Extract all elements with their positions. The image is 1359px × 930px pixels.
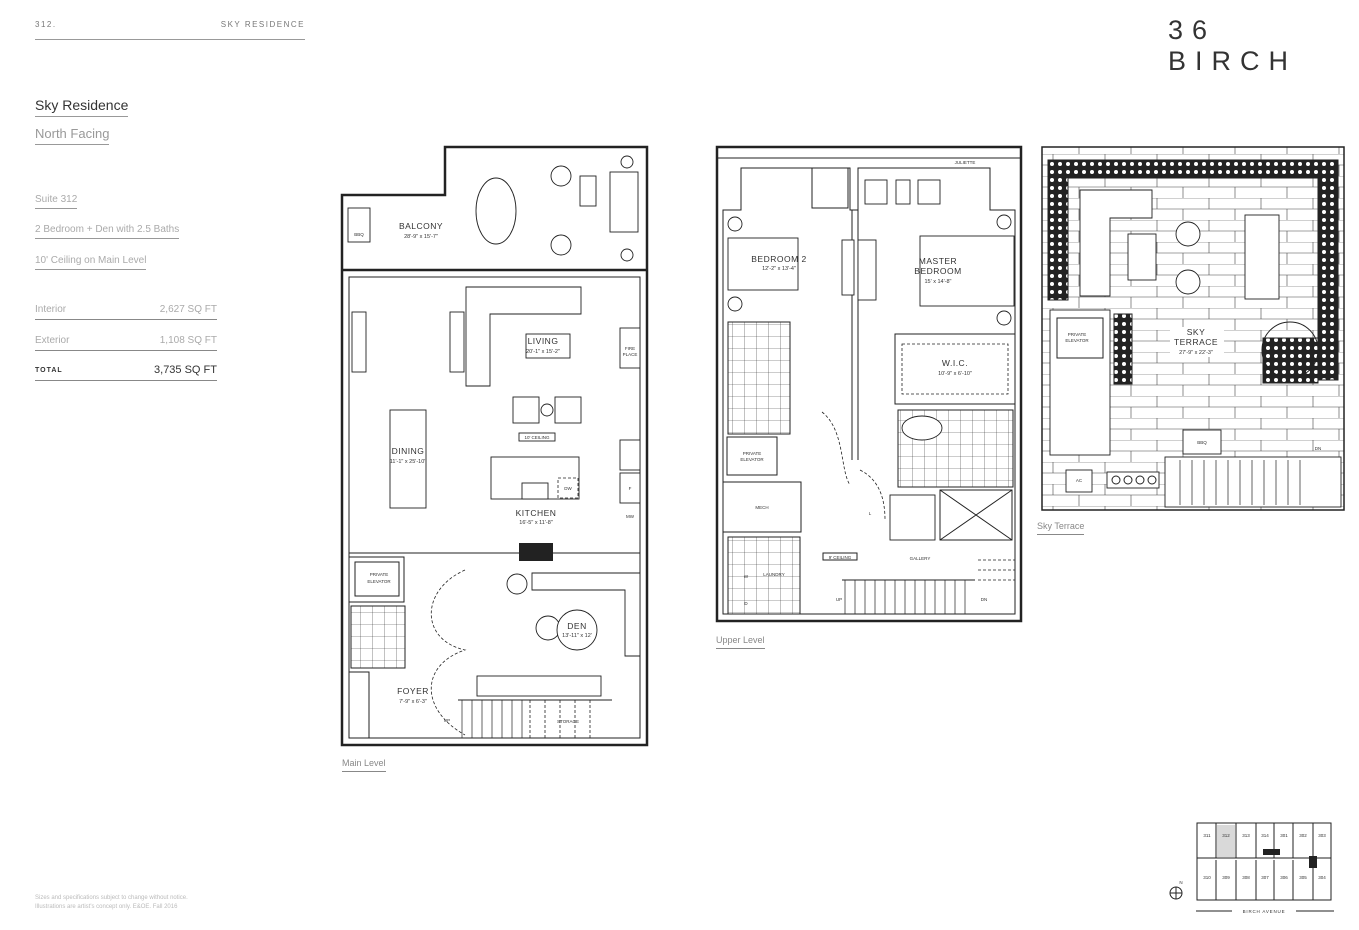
main-level-caption: Main Level: [342, 758, 386, 772]
kitchen-label: KITCHEN: [516, 508, 557, 518]
brand-logo: 36 BIRCH: [1168, 15, 1298, 76]
suite-title: Sky Residence: [35, 97, 129, 117]
stairs-down-label: DN: [1315, 446, 1322, 451]
area-value: 2,627 SQ FT: [159, 304, 217, 315]
area-interior: Interior 2,627 SQ FT: [35, 304, 217, 320]
area-total: TOTAL 3,735 SQ FT: [35, 364, 217, 381]
balcony-label: BALCONY: [399, 221, 443, 231]
living-dims: 20'-1" x 15'-2": [526, 349, 560, 355]
bbq-label: BBQ: [354, 232, 364, 237]
section-title: SKY RESIDENCE: [220, 20, 305, 29]
sky-terrace-label-1: SKY: [1187, 327, 1206, 337]
stairs-up-label: UP: [836, 597, 842, 602]
orientation: North Facing: [35, 126, 110, 145]
unit-label: 301: [1280, 833, 1288, 838]
spec-suite: Suite 312: [35, 194, 78, 209]
foyer-dims: 7'-9" x 6'-3": [399, 699, 427, 705]
storage-label: STORAGE: [557, 719, 579, 724]
unit-label: 310: [1203, 875, 1211, 880]
unit-label: 314: [1261, 833, 1269, 838]
elevator-label-2: ELEVATOR: [367, 579, 391, 584]
upper-level-plan: JULIETTE BEDROOM 2 12'-2" x 13'-4" MASTE…: [715, 145, 1023, 623]
area-label: Interior: [35, 304, 67, 315]
bedroom2-label: BEDROOM 2: [751, 254, 807, 264]
wic-label: W.I.C.: [942, 358, 968, 368]
kitchen-dims: 16'-5" x 11'-8": [519, 520, 552, 526]
fireplace-label-1: FIRE: [625, 346, 635, 351]
north-arrow-icon: N: [1169, 880, 1183, 900]
elevator-label-1: PRIVATE: [1068, 332, 1087, 337]
living-label: LIVING: [528, 336, 559, 346]
elevator-label-1: PRIVATE: [743, 451, 762, 456]
ceiling-label: 10' CEILING: [524, 435, 550, 440]
wic-dims: 10'-9" x 6'-10": [938, 371, 972, 377]
spec-ceiling: 10' Ceiling on Main Level: [35, 255, 147, 270]
dw-label: DW: [564, 486, 572, 491]
fireplace-label-2: PLACE: [623, 352, 638, 357]
elevator-label-2: ELEVATOR: [1065, 338, 1089, 343]
ac-label: AC: [1076, 478, 1083, 483]
area-value: 3,735 SQ FT: [154, 364, 217, 376]
unit-label: 307: [1261, 875, 1269, 880]
area-label: TOTAL: [35, 367, 63, 374]
sky-terrace-dims: 27'-9" x 22'-3": [1179, 350, 1213, 356]
area-value: 1,108 SQ FT: [159, 335, 217, 346]
washer-label: W: [744, 574, 749, 579]
gallery-label: GALLERY: [910, 556, 931, 561]
unit-label: 306: [1280, 875, 1288, 880]
street-label: BIRCH AVENUE: [1243, 909, 1286, 914]
disclaimer: Sizes and specifications subject to chan…: [35, 895, 188, 910]
stairs-up-label: UP: [444, 718, 450, 723]
mech-label: MECH: [755, 505, 768, 510]
ceiling-label: 9' CEILING: [829, 555, 852, 560]
dining-dims: 11'-1" x 25'-10": [390, 459, 427, 465]
unit-label: 305: [1299, 875, 1307, 880]
unit-label: 313: [1242, 833, 1250, 838]
upper-level-caption: Upper Level: [716, 635, 765, 649]
unit-label: 311: [1203, 833, 1211, 838]
laundry-label: LAUNDRY: [763, 572, 784, 577]
foyer-label: FOYER: [397, 686, 429, 696]
main-level-plan: BALCONY 28'-9" x 15'-7" BBQ LIVING 20'-1…: [340, 145, 649, 747]
den-label: DEN: [567, 621, 586, 631]
dryer-label: D: [744, 601, 748, 606]
mw-label: MW: [626, 514, 635, 519]
area-exterior: Exterior 1,108 SQ FT: [35, 335, 217, 351]
bbq-label: BBQ: [1197, 440, 1207, 445]
header-divider: [35, 39, 305, 40]
den-dims: 13'-11" x 12': [562, 633, 592, 639]
sky-terrace-plan: PRIVATE ELEVATOR SKY TERRACE 27'-9" x 22…: [1041, 146, 1345, 511]
dining-label: DINING: [392, 446, 425, 456]
sky-terrace-label-2: TERRACE: [1174, 337, 1218, 347]
stairs-down-label: DN: [981, 597, 988, 602]
elevator-label-1: PRIVATE: [370, 572, 389, 577]
sky-terrace-caption: Sky Terrace: [1037, 521, 1085, 535]
unit-label: 303: [1318, 833, 1326, 838]
unit-label: 308: [1242, 875, 1250, 880]
fridge-label: F: [629, 486, 632, 491]
area-label: Exterior: [35, 335, 70, 346]
unit-label: 304: [1318, 875, 1326, 880]
linen-label: L: [869, 511, 872, 516]
unit-label: 309: [1222, 875, 1230, 880]
juliette-label: JULIETTE: [955, 160, 976, 165]
master-label-2: BEDROOM: [914, 266, 961, 276]
bedroom2-dims: 12'-2" x 13'-4": [762, 266, 796, 272]
elevator-label-2: ELEVATOR: [740, 457, 764, 462]
highlighted-unit: [1217, 825, 1235, 857]
master-label-1: MASTER: [919, 256, 957, 266]
master-dims: 15' x 14'-8": [925, 279, 952, 285]
north-label: N: [1179, 880, 1182, 885]
key-plan: 311 312 313 314 301 302 303 310 309 308 …: [1169, 822, 1334, 914]
spec-bedrooms: 2 Bedroom + Den with 2.5 Baths: [35, 224, 180, 239]
unit-label: 302: [1299, 833, 1307, 838]
page-number: 312.: [35, 20, 57, 29]
balcony-dims: 28'-9" x 15'-7": [404, 234, 438, 240]
unit-label: 312: [1222, 833, 1230, 838]
